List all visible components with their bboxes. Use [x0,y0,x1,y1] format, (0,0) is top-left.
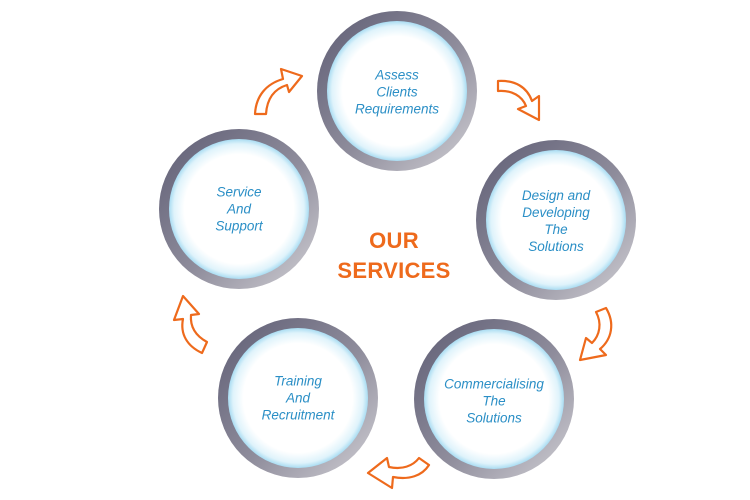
step-label-line: The [482,393,506,409]
step-circle-commercialise [414,319,574,479]
step-label-line: And [226,201,252,217]
curved-arrow-icon [253,67,304,116]
step-label-design: Design and Developing The Solutions [492,187,620,255]
curved-arrow-icon [578,306,613,362]
step-label-line: Solutions [466,410,522,426]
step-label-line: Support [215,218,263,234]
step-label-service: Service And Support [175,184,303,235]
center-title: OUR SERVICES [337,226,450,286]
curved-arrow-icon [366,456,431,490]
step-label-assess: Assess Clients Requirements [333,67,461,118]
step-label-line: Developing [522,205,590,220]
step-label-commercialise: Commercialising The Solutions [430,376,558,427]
step-label-line: Commercialising [444,376,544,392]
step-label-line: Training [274,373,322,389]
step-label-line: And [285,390,311,406]
center-title-line-1: OUR [369,228,419,253]
step-circle-assess [317,11,477,171]
step-label-line: Clients [376,84,418,100]
curved-arrow-icon [496,79,541,122]
step-circle-design [476,140,636,300]
step-label-training: Training And Recruitment [234,373,362,424]
step-label-line: Requirements [354,101,440,117]
step-label-line: Service [216,184,262,200]
step-circle-service [159,129,319,289]
step-circle-training [218,318,378,478]
step-label-line: Recruitment [261,407,335,423]
curved-arrow-icon [172,294,209,355]
center-title-line-2: SERVICES [337,258,451,283]
step-label-line: Assess [375,67,419,83]
step-label-line: Solutions [528,239,584,254]
step-label-line: The [544,222,568,237]
step-label-line: Design and [521,188,591,203]
